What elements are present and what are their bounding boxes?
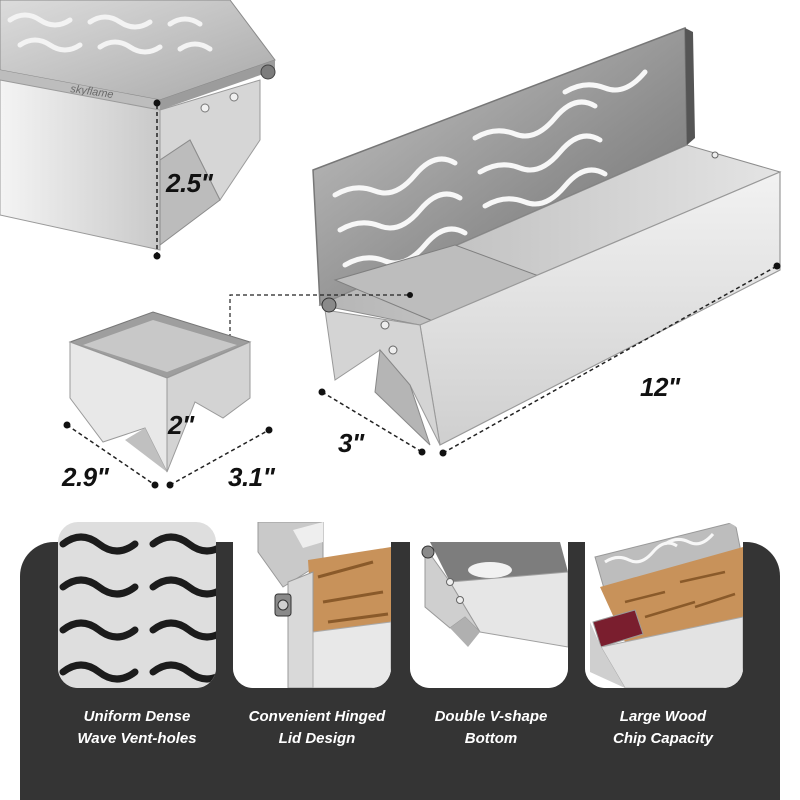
feature-caption-line2: Wave Vent-holes bbox=[77, 730, 197, 747]
feature-caption-line2: Lid Design bbox=[278, 730, 356, 747]
feature-caption-line2: Chip Capacity bbox=[612, 730, 714, 747]
width-label-small: 3.1" bbox=[228, 462, 275, 492]
depth-label-small: 2.9" bbox=[62, 462, 109, 492]
length-label: 12" bbox=[640, 372, 680, 402]
feature-caption-vents: Uniform Dense Wave Vent-holes bbox=[52, 706, 222, 750]
height-label-large: 2.5" bbox=[166, 168, 213, 198]
height-label-small: 2" bbox=[168, 410, 194, 440]
lid-closeup-illustration: skyflame bbox=[0, 0, 276, 260]
wave-vents-image bbox=[58, 522, 216, 688]
main-smoker-box-illustration bbox=[229, 26, 782, 457]
hinged-lid-image bbox=[233, 522, 391, 688]
feature-caption-line2: Bottom bbox=[464, 730, 518, 747]
feature-caption-line1: Double V-shape bbox=[434, 708, 548, 725]
feature-caption-v-bottom: Double V-shape Bottom bbox=[406, 706, 576, 750]
feature-caption-line1: Uniform Dense bbox=[83, 708, 191, 725]
feature-caption-wood-capacity: Large Wood Chip Capacity bbox=[578, 706, 748, 750]
feature-card-wood-capacity bbox=[585, 522, 743, 688]
feature-caption-hinged-lid: Convenient Hinged Lid Design bbox=[232, 706, 402, 750]
feature-caption-line1: Convenient Hinged bbox=[248, 708, 386, 725]
feature-card-hinged-lid bbox=[233, 522, 391, 688]
wood-chips-image bbox=[585, 522, 743, 688]
v-bottom-image bbox=[410, 522, 568, 688]
small-box-illustration bbox=[63, 311, 273, 489]
width-label-large: 3" bbox=[338, 428, 364, 458]
feature-card-v-bottom bbox=[410, 522, 568, 688]
feature-card-vents bbox=[58, 522, 216, 688]
feature-caption-line1: Large Wood bbox=[619, 708, 707, 725]
